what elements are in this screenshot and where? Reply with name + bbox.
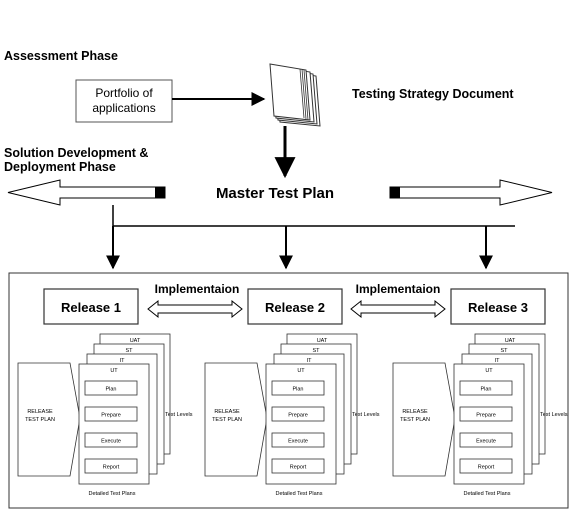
release-2-box	[247, 288, 343, 325]
release-3-step-execute-box	[459, 432, 513, 448]
implementation-label-1: Implementaion	[155, 282, 240, 296]
release-1-step-execute-label: Execute	[101, 439, 121, 445]
release-2-test-plan-shape	[204, 362, 268, 477]
release-1-step-plan-label: Plan	[105, 387, 116, 393]
release-3-test-plan-shape	[392, 362, 456, 477]
release-1-test-levels-label: Test Levels	[165, 412, 193, 418]
release-1-step-prepare-label: Prepare	[101, 413, 121, 419]
release-1-step-report-label: Report	[103, 465, 120, 471]
release-3-step-report-label: Report	[478, 465, 495, 471]
release-2-step-execute-box	[271, 432, 325, 448]
release-3-layer-st-label: ST	[500, 348, 508, 354]
portfolio-label-line2: applications	[92, 101, 155, 115]
right-phase-arrow	[389, 179, 553, 206]
testing-strategy-label: Testing Strategy Document	[352, 87, 514, 101]
release-1-layer-ut-label: UT	[110, 368, 118, 374]
release-1-box	[43, 288, 139, 325]
portfolio-box	[75, 79, 173, 123]
release-3-detailed-test-plans-label: Detailed Test Plans	[464, 491, 511, 497]
release-2-step-plan-label: Plan	[292, 387, 303, 393]
implementation-double-arrow-2	[350, 299, 446, 319]
solution-phase-label-line2: Deployment Phase	[4, 160, 116, 174]
release-1-test-plan-label-line1: RELEASE	[27, 409, 53, 415]
release-3-test-plan-label-line1: RELEASE	[402, 409, 428, 415]
release-3-step-report-box	[459, 458, 513, 474]
release-3-layer-it-label: IT	[495, 358, 501, 364]
release-1-step-prepare-box	[84, 406, 138, 422]
release-2-step-execute-label: Execute	[288, 439, 308, 445]
release-2-test-plan-label-line2: TEST PLAN	[212, 417, 242, 423]
release-3-step-plan-box	[459, 380, 513, 396]
release-2-step-report-box	[271, 458, 325, 474]
release-1-label: Release 1	[61, 300, 121, 315]
implementation-double-arrow-1	[147, 299, 243, 319]
release-3-step-prepare-box	[459, 406, 513, 422]
document-stack-icon	[269, 63, 321, 127]
release-1-step-report-box	[84, 458, 138, 474]
release-3-layer-uat-label: UAT	[505, 338, 516, 344]
release-3-step-execute-label: Execute	[476, 439, 496, 445]
release-1-layer-it-label: IT	[120, 358, 126, 364]
assessment-phase-label: Assessment Phase	[4, 49, 118, 63]
release-3-step-plan-label: Plan	[480, 387, 491, 393]
release-3-box	[450, 288, 546, 325]
release-2-layer-it-label: IT	[307, 358, 313, 364]
release-1-detailed-test-plans-label: Detailed Test Plans	[89, 491, 136, 497]
release-1-layer-uat-label: UAT	[130, 338, 141, 344]
release-1-layer-st-label: ST	[125, 348, 133, 354]
release-2-label: Release 2	[265, 300, 325, 315]
release-2-step-report-label: Report	[290, 465, 307, 471]
implementation-label-2: Implementaion	[356, 282, 441, 296]
release-3-test-levels-label: Test Levels	[540, 412, 568, 418]
release-3-test-plan-label-line2: TEST PLAN	[400, 417, 430, 423]
release-2-detailed-test-plans-label: Detailed Test Plans	[276, 491, 323, 497]
release-2-step-plan-box	[271, 380, 325, 396]
release-1-step-execute-box	[84, 432, 138, 448]
portfolio-label-line1: Portfolio of	[95, 86, 153, 100]
left-phase-arrow	[7, 179, 166, 206]
release-3-step-prepare-label: Prepare	[476, 413, 496, 419]
release-2-step-prepare-box	[271, 406, 325, 422]
release-2-layer-ut-label: UT	[297, 368, 305, 374]
solution-phase-label-line1: Solution Development &	[4, 146, 148, 160]
master-test-plan-label: Master Test Plan	[216, 185, 334, 202]
release-3-label: Release 3	[468, 300, 528, 315]
release-2-layer-uat-label: UAT	[317, 338, 328, 344]
release-1-test-plan-shape	[17, 362, 81, 477]
release-1-step-plan-box	[84, 380, 138, 396]
release-1-test-plan-label-line2: TEST PLAN	[25, 417, 55, 423]
release-3-layer-ut-label: UT	[485, 368, 493, 374]
release-2-test-plan-label-line1: RELEASE	[214, 409, 240, 415]
release-2-step-prepare-label: Prepare	[288, 413, 308, 419]
release-2-test-levels-label: Test Levels	[352, 412, 380, 418]
release-2-layer-st-label: ST	[312, 348, 320, 354]
